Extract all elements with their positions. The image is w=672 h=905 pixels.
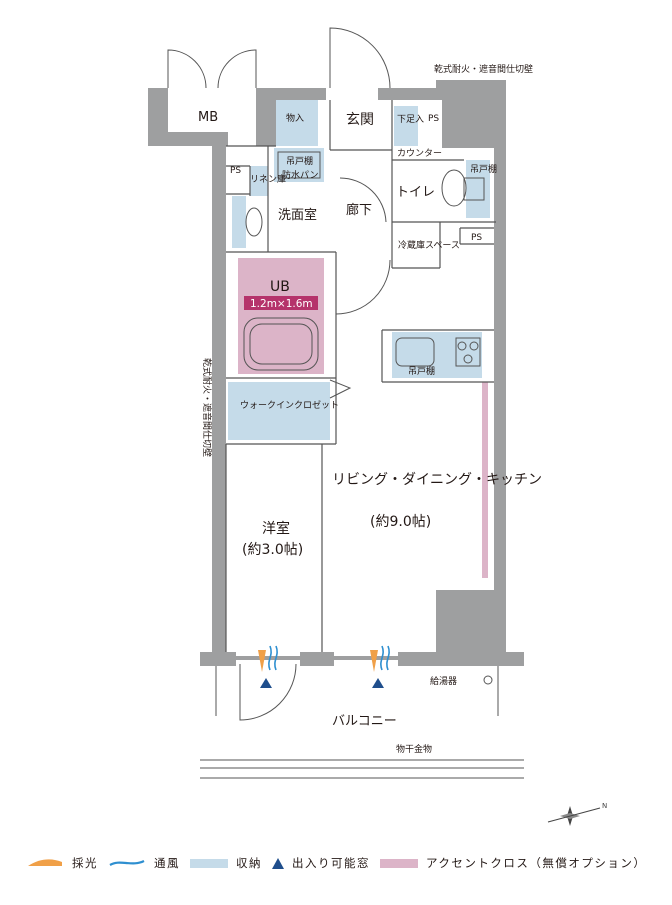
toilet-cabinet <box>466 160 490 218</box>
washbasin-icon <box>245 207 263 237</box>
compass-icon: N <box>547 802 607 826</box>
ps-left-label: PS <box>230 166 241 176</box>
cabinet-washroom-label: 吊戸棚 <box>286 155 313 167</box>
legend-storage: 収納 <box>190 855 262 871</box>
western-area-label: (約3.0帖) <box>242 542 303 558</box>
svg-text:N: N <box>602 802 607 810</box>
access-triangle-icon <box>272 857 284 869</box>
waterproof-pan-label: 防水パン <box>282 169 318 181</box>
vanity <box>232 196 246 248</box>
storage-closet <box>276 96 318 146</box>
storage-label: 物入 <box>286 112 304 124</box>
legend: 採光 通風 収納 出入り可能窓 アクセントクロス（無償オプション） <box>26 852 666 874</box>
sink-icon <box>395 337 435 367</box>
walls <box>148 80 524 666</box>
window-markers <box>258 645 390 688</box>
storage-areas <box>228 96 490 440</box>
legend-lighting: 採光 <box>26 855 98 871</box>
ventilation-icon <box>109 859 145 866</box>
linen-label: リネン庫 <box>250 173 286 185</box>
partition-wall-top-label: 乾式耐火・遮音間仕切壁 <box>434 63 533 75</box>
stove-icon <box>455 337 481 367</box>
legend-lighting-label: 採光 <box>72 856 98 870</box>
balcony-rail <box>200 666 524 779</box>
linen-storage <box>250 166 268 196</box>
ub-area <box>238 258 324 374</box>
cabinet-toilet-label: 吊戸棚 <box>470 163 497 175</box>
partition-wall-side-label: 乾式耐火・遮音間仕切壁 <box>201 358 213 457</box>
toilet-label: トイレ <box>396 185 435 200</box>
walk-in-closet-label: ウォークインクロゼット <box>240 399 339 411</box>
balcony-label: バルコニー <box>332 714 397 729</box>
washroom-label: 洗面室 <box>278 207 317 223</box>
legend-access: 出入り可能窓 <box>272 855 370 871</box>
shoe-storage <box>394 106 418 146</box>
counter-label: カウンター <box>397 148 442 159</box>
ps-right-label: PS <box>471 233 482 243</box>
fixtures <box>243 151 485 371</box>
toilet-icon <box>441 169 467 207</box>
ldk-label: リビング・ダイニング・キッチン <box>332 472 542 488</box>
bathtub-icon <box>243 317 319 371</box>
cabinet-kitchen-label: 吊戸棚 <box>408 365 435 377</box>
ldk-area-label: (約9.0帖) <box>370 514 431 530</box>
entrance-label: 玄関 <box>346 111 374 128</box>
water-heater-label: 給湯器 <box>430 675 457 687</box>
legend-ventilation-label: 通風 <box>154 856 180 870</box>
door-swings <box>167 27 391 721</box>
access-icon <box>260 678 272 688</box>
accent-wall-strip <box>482 382 488 578</box>
mb-label: MB <box>198 110 218 125</box>
accent-swatch-icon <box>380 859 418 868</box>
lighting-icon <box>28 859 62 866</box>
legend-accent: アクセントクロス（無償オプション） <box>380 855 646 871</box>
legend-ventilation: 通風 <box>108 855 180 871</box>
ub-size-label: 1.2m×1.6m <box>250 298 313 310</box>
interior-lines <box>225 100 496 652</box>
laundry-rack-label: 物干金物 <box>396 743 432 755</box>
washroom-cabinet <box>274 148 324 182</box>
access-icon <box>372 678 384 688</box>
storage-swatch-icon <box>190 859 228 868</box>
ub-label: UB <box>270 279 290 295</box>
legend-storage-label: 収納 <box>236 856 262 870</box>
fridge-space-label: 冷蔵庫スペース <box>398 239 460 251</box>
legend-access-label: 出入り可能窓 <box>292 856 370 870</box>
shoe-storage-label: 下足入 <box>397 114 424 125</box>
legend-accent-label: アクセントクロス（無償オプション） <box>426 856 647 870</box>
ub-size-badge <box>244 296 318 310</box>
ps-top-label: PS <box>428 114 439 124</box>
walk-in-closet-fill <box>228 382 330 440</box>
hallway-label: 廊下 <box>346 202 372 218</box>
western-room-label: 洋室 <box>262 520 290 537</box>
